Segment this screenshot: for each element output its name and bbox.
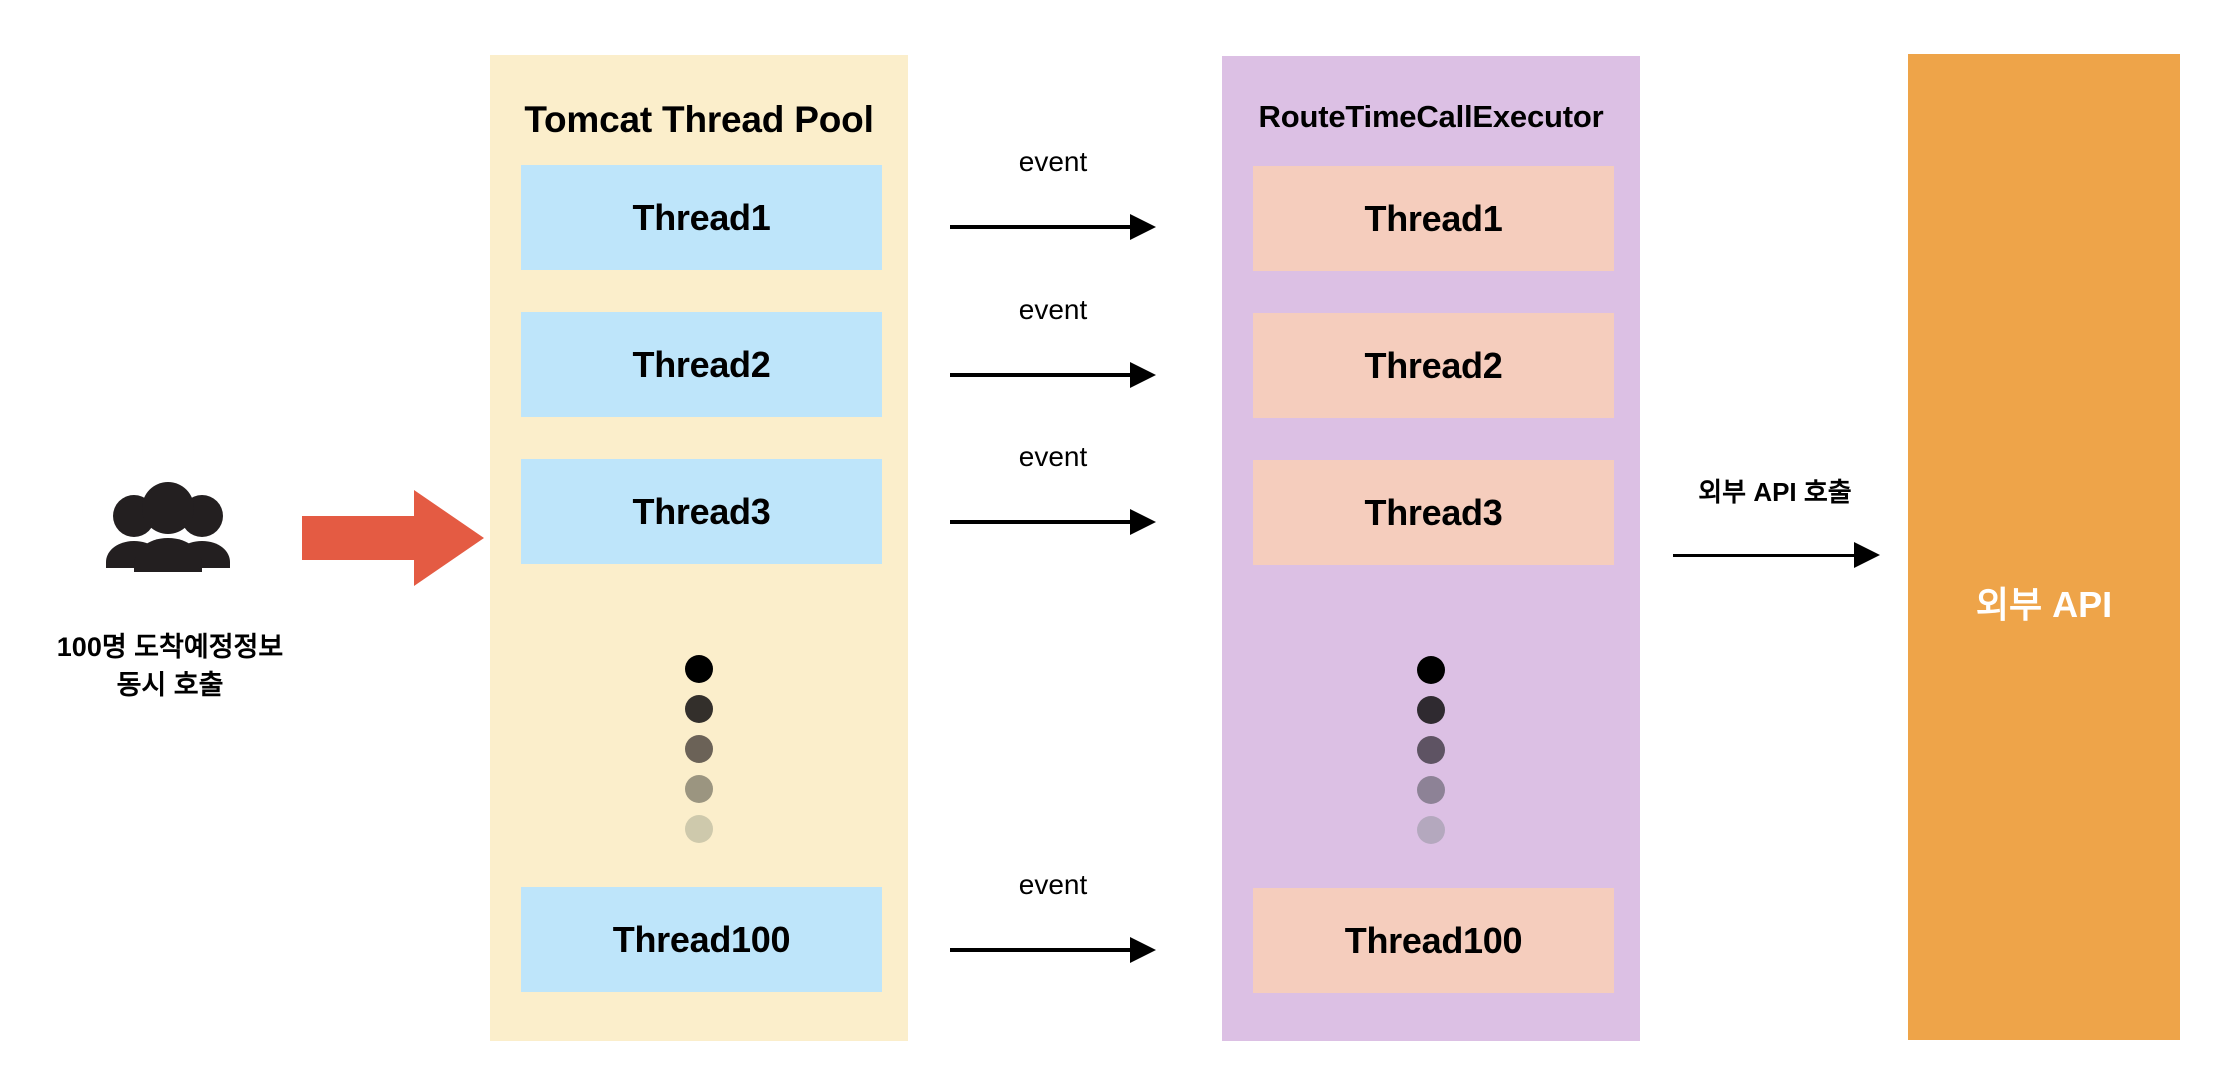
event-arrow-icon [950, 212, 1156, 242]
ellipsis-dot-1 [685, 655, 713, 683]
executor-thread-box[interactable]: Thread100 [1253, 888, 1614, 993]
ellipsis-dot-4 [685, 775, 713, 803]
ellipsis-dot-2 [685, 695, 713, 723]
tomcat-thread-box[interactable]: Thread100 [521, 887, 882, 992]
users-caption: 100명 도착예정정보 동시 호출 [10, 628, 330, 705]
users-caption-line1: 100명 도착예정정보 [56, 632, 284, 662]
event-arrow-label: event [1018, 869, 1088, 900]
external-api-call-label: 외부 API 호출 [1698, 477, 1852, 507]
event-arrow-icon [950, 507, 1156, 537]
tomcat-pool-title: Tomcat Thread Pool [524, 99, 874, 140]
executor-thread-box[interactable]: Thread2 [1253, 313, 1614, 418]
people-group-icon [100, 482, 236, 572]
external-api-arrow-icon [1673, 540, 1880, 570]
tomcat-thread-box[interactable]: Thread3 [521, 459, 882, 564]
route-time-call-executor-panel: RouteTimeCallExecutor Thread1 Thread2 Th… [1222, 56, 1640, 1041]
executor-thread-label: Thread3 [1364, 491, 1503, 533]
event-arrow-icon [950, 935, 1156, 965]
tomcat-thread-label: Thread2 [632, 343, 771, 385]
executor-thread-label: Thread1 [1364, 197, 1503, 239]
users-caption-line2: 동시 호출 [116, 670, 224, 701]
ellipsis-dot-5 [685, 815, 713, 843]
event-arrow-label: event [1018, 441, 1088, 472]
tomcat-thread-label: Thread1 [632, 196, 771, 238]
ellipsis-dot-1 [1417, 656, 1445, 684]
ellipsis-dot-2 [1417, 696, 1445, 724]
external-api-box[interactable]: 외부 API [1908, 54, 2180, 1040]
inflow-block-arrow-icon [302, 490, 484, 586]
external-api-label: 외부 API [1975, 584, 2113, 625]
event-arrow-icon [950, 360, 1156, 390]
event-arrow-label: event [1018, 294, 1088, 325]
executor-thread-box[interactable]: Thread1 [1253, 166, 1614, 271]
tomcat-thread-pool-panel: Tomcat Thread Pool Thread1 Thread2 Threa… [490, 55, 908, 1041]
ellipsis-dot-3 [685, 735, 713, 763]
tomcat-thread-box[interactable]: Thread2 [521, 312, 882, 417]
tomcat-thread-label: Thread3 [632, 490, 771, 532]
ellipsis-dot-3 [1417, 736, 1445, 764]
executor-thread-label: Thread2 [1364, 344, 1503, 386]
event-arrow-label: event [1018, 146, 1088, 177]
ellipsis-dot-5 [1417, 816, 1445, 844]
tomcat-thread-box[interactable]: Thread1 [521, 165, 882, 270]
ellipsis-dot-4 [1417, 776, 1445, 804]
tomcat-thread-label: Thread100 [612, 918, 791, 960]
executor-thread-label: Thread100 [1344, 919, 1523, 961]
executor-ellipsis-dots [1222, 656, 1640, 844]
executor-thread-box[interactable]: Thread3 [1253, 460, 1614, 565]
executor-title: RouteTimeCallExecutor [1258, 99, 1604, 134]
tomcat-ellipsis-dots [490, 655, 908, 843]
